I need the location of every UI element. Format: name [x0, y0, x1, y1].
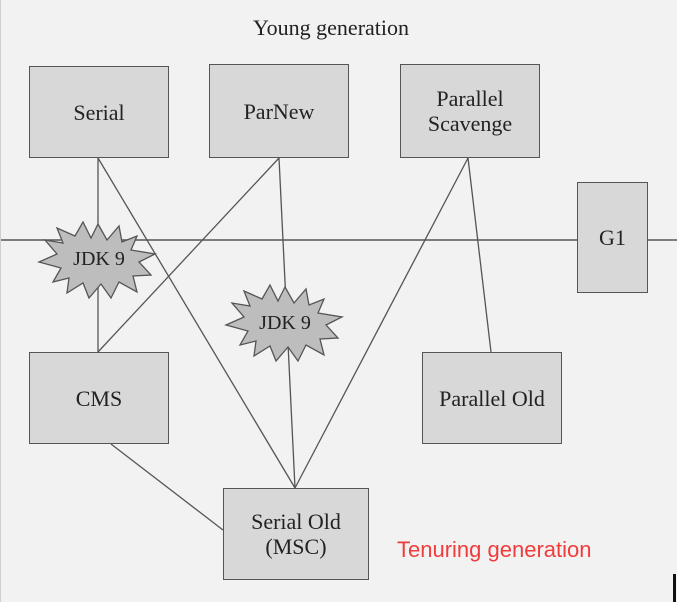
- serial-collector-box: Serial: [29, 66, 169, 158]
- link-parnew-cms: [97, 157, 280, 353]
- jdk9-label-center: JDK 9: [259, 312, 311, 334]
- parallel-scavenge-collector-box: Parallel Scavenge: [400, 64, 540, 158]
- cms-collector-box: CMS: [29, 352, 169, 444]
- g1-collector-box: G1: [577, 182, 648, 293]
- serial-old-collector-box: Serial Old (MSC): [223, 488, 369, 580]
- edge-marker: [673, 574, 676, 602]
- parnew-collector-box: ParNew: [209, 64, 349, 158]
- link-scavenge-parallelold: [467, 157, 492, 353]
- jdk9-label-left: JDK 9: [73, 248, 125, 270]
- jdk9-burst-left: [37, 220, 158, 300]
- young-generation-label: Young generation: [252, 15, 410, 40]
- tenuring-generation-label: Tenuring generation: [397, 537, 592, 562]
- link-scavenge-serialold: [294, 157, 469, 489]
- parallel-old-collector-box: Parallel Old: [422, 352, 562, 444]
- link-serial-serialold: [97, 157, 296, 489]
- link-cms-serialold: [110, 443, 224, 531]
- jdk9-burst-center: [224, 283, 345, 363]
